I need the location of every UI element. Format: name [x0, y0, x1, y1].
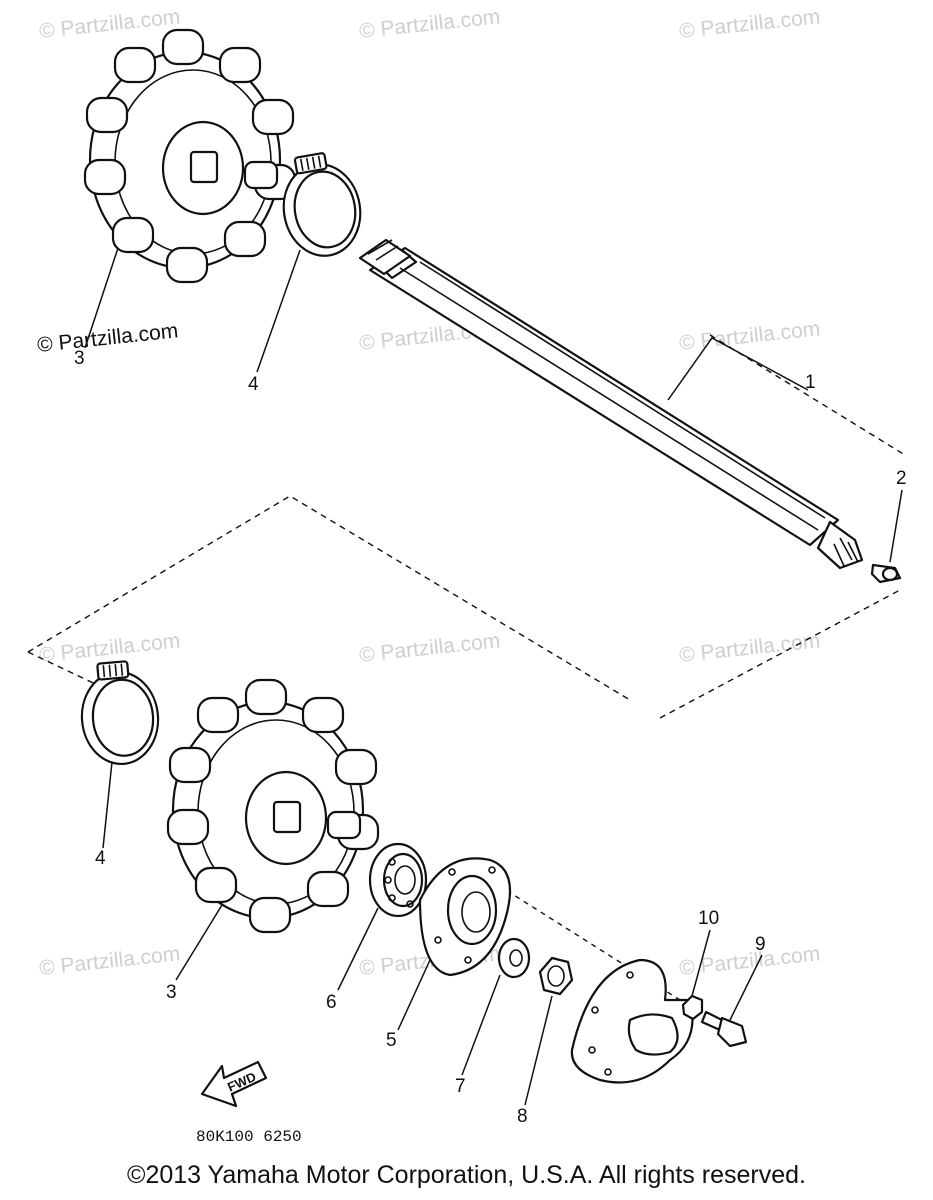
bearing [368, 842, 428, 918]
callout-5: 5 [386, 1030, 397, 1051]
watermark: © Partzilla.com [678, 317, 821, 355]
callout-4-top: 4 [248, 374, 259, 395]
leader-lines [84, 247, 903, 1106]
fwd-label: FWD [225, 1069, 258, 1095]
callout-labels: 1 2 3 4 4 3 6 5 7 8 10 9 [74, 348, 907, 1127]
callout-3-top: 3 [74, 348, 85, 369]
hose-clamp-top [273, 147, 369, 263]
collar-part [870, 563, 902, 584]
callout-10: 10 [698, 908, 719, 929]
callout-4-bottom: 4 [95, 848, 106, 869]
washer [497, 937, 531, 979]
callout-2: 2 [896, 468, 907, 489]
nut [538, 956, 574, 996]
watermark: © Partzilla.com [678, 5, 821, 43]
watermark: © Partzilla.com [38, 5, 181, 43]
bolt [700, 1010, 748, 1048]
callout-6: 6 [326, 992, 337, 1013]
hose-clamp-bottom [76, 657, 163, 769]
watermark: © Partzilla.com [678, 629, 821, 667]
watermark: © Partzilla.com [38, 942, 181, 980]
drive-axle-shaft [358, 238, 864, 570]
bearing-housing-flange [418, 857, 512, 977]
copyright-notice: ©2013 Yamaha Motor Corporation, U.S.A. A… [127, 1161, 806, 1189]
callout-9: 9 [755, 934, 766, 955]
callout-3-bottom: 3 [166, 982, 177, 1003]
drive-sprocket-bottom [166, 678, 380, 934]
forward-direction-arrow: FWD [200, 1060, 268, 1108]
callout-1: 1 [805, 372, 816, 393]
watermark: © Partzilla.com [358, 5, 501, 43]
diagram-code: 80K100 6250 [196, 1128, 302, 1146]
callout-8: 8 [517, 1106, 528, 1127]
watermark: © Partzilla.com [358, 629, 501, 667]
end-plate [570, 958, 694, 1084]
callout-7: 7 [455, 1076, 466, 1097]
watermark: © Partzilla.com [678, 942, 821, 980]
drive-sprocket-top [83, 28, 297, 284]
watermark-dark: © Partzilla.com [36, 319, 179, 357]
watermark: © Partzilla.com [38, 629, 181, 667]
